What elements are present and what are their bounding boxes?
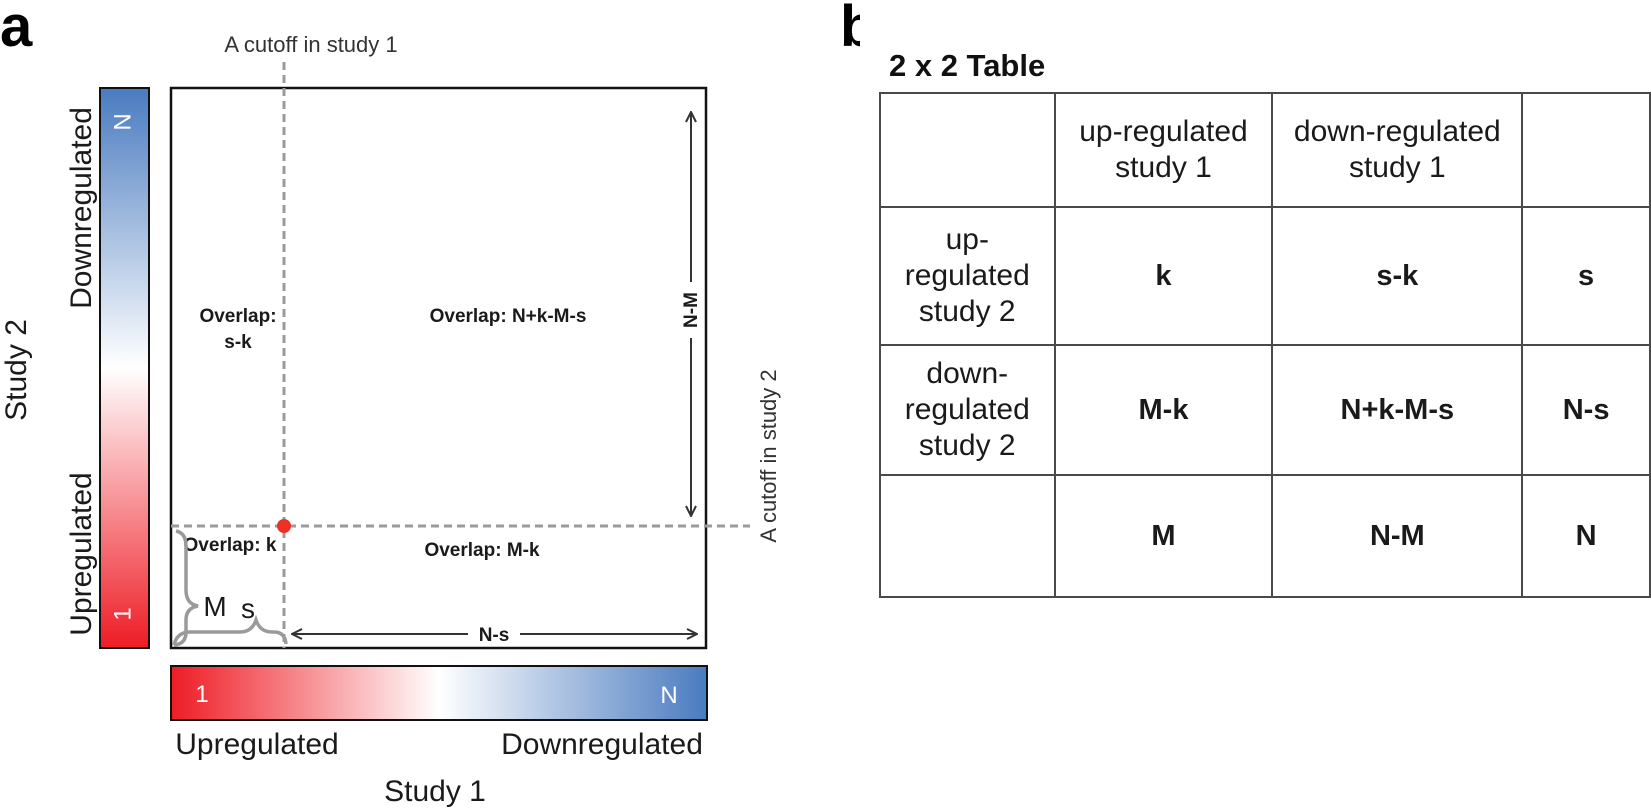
table-header-cell: up-regulated study 1	[1053, 92, 1274, 208]
table-title: 2 x 2 Table	[889, 48, 1046, 83]
arrow-nm-label: N-M	[681, 292, 702, 328]
study2-color-bar	[99, 87, 150, 649]
table-cell: k	[1053, 206, 1274, 346]
table-cell: s-k	[1271, 206, 1524, 346]
table-header-cell: down-regulated study 1	[1271, 92, 1524, 208]
vertical-bar-bottom-label: Upregulated	[65, 472, 98, 635]
table-cell: s	[1521, 206, 1651, 346]
table-header-cell	[1521, 92, 1651, 208]
panel-b-letter: b	[840, 0, 860, 59]
table-cell: M	[1053, 474, 1274, 598]
arrow-ns-label: N-s	[479, 625, 510, 646]
study1-axis-label: Study 1	[384, 775, 486, 808]
cutoff-study2-label: A cutoff in study 2	[756, 369, 781, 542]
table-row: down-regulated study 2 M-k N+k-M-s N-s	[879, 344, 1651, 476]
horizontal-bar-left-label: Upregulated	[175, 728, 338, 761]
table-header-cell	[879, 92, 1056, 208]
vertical-bar-top-label: Downregulated	[65, 107, 98, 309]
horizontal-bar-right-number: N	[660, 682, 677, 709]
table-row-label: down-regulated study 2	[879, 344, 1056, 476]
study1-color-bar	[170, 665, 708, 721]
brace-m-label: M	[203, 591, 226, 622]
table-cell: N	[1521, 474, 1651, 598]
table-header-row: up-regulated study 1 down-regulated stud…	[879, 92, 1651, 208]
brace-s-label: s	[241, 593, 255, 624]
table-cell: N+k-M-s	[1271, 344, 1524, 476]
rank-square	[169, 86, 708, 650]
table-row: M N-M N	[879, 474, 1651, 598]
overlap-mk-label: Overlap: M-k	[424, 540, 540, 561]
overlap-k-label: Overlap: k	[184, 535, 277, 556]
vertical-bar-bottom-number: 1	[109, 607, 136, 620]
cutoff-point	[277, 519, 291, 533]
study2-axis-label: Study 2	[0, 319, 33, 421]
overlap-nkms-label: Overlap: N+k-M-s	[430, 306, 587, 327]
table-row-label: up-regulated study 2	[879, 206, 1056, 346]
horizontal-bar-right-label: Downregulated	[501, 728, 703, 761]
table-row-label	[879, 474, 1056, 598]
overlap-sk-label-line2: s-k	[224, 332, 252, 353]
table-cell: N-M	[1271, 474, 1524, 598]
table-cell: N-s	[1521, 344, 1651, 476]
cutoff-study1-label: A cutoff in study 1	[224, 32, 397, 57]
brace-m	[173, 529, 199, 647]
vertical-bar-top-number: N	[109, 113, 136, 130]
panel-a-letter: a	[0, 0, 33, 59]
overlap-sk-label-line1: Overlap:	[199, 306, 276, 327]
horizontal-bar-left-number: 1	[195, 681, 208, 708]
contingency-table: up-regulated study 1 down-regulated stud…	[879, 92, 1651, 598]
table-cell: M-k	[1053, 344, 1274, 476]
table-row: up-regulated study 2 k s-k s	[879, 206, 1651, 346]
panel-a-figure: a A cutoff in study 1 Study 2 N 1 Downre…	[0, 0, 860, 808]
brace-s	[172, 614, 288, 646]
